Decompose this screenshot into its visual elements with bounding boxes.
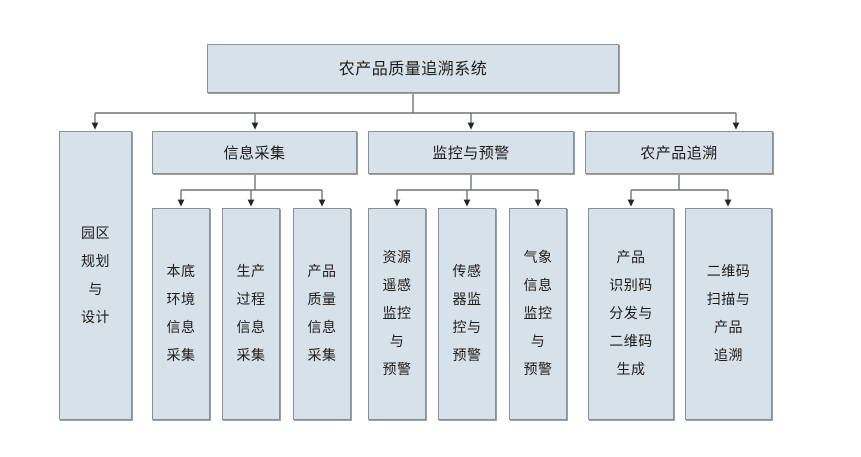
node-leaf-remote-sensing[interactable]: 资源 遥感 监控 与 预警: [368, 208, 426, 420]
node-leaf-qrcode-scan-trace[interactable]: 二维码 扫描与 产品 追溯: [685, 208, 772, 420]
node-monitoring-warning-label: 监控与预警: [432, 143, 510, 162]
node-leaf-product-quality[interactable]: 产品 质量 信息 采集: [293, 208, 351, 420]
node-monitoring-warning[interactable]: 监控与预警: [368, 131, 574, 174]
node-root-label: 农产品质量追溯系统: [338, 58, 488, 78]
trace-connectors: [627, 174, 732, 207]
node-leaf-qrcode-scan-trace-label: 二维码 扫描与 产品 追溯: [706, 264, 751, 364]
node-leaf-sensor-monitoring-label: 传感 器监 控与 预警: [452, 264, 482, 364]
node-leaf-baseline-environment-label: 本底 环境 信息 采集: [166, 264, 196, 364]
node-leaf-production-process[interactable]: 生产 过程 信息 采集: [222, 208, 280, 420]
node-info-collection-label: 信息采集: [223, 143, 286, 162]
node-product-traceability-label: 农产品追溯: [640, 143, 718, 162]
node-leaf-weather-monitoring[interactable]: 气象 信息 监控 与 预警: [509, 208, 567, 420]
node-park-planning-label: 园区 规划 与 设计: [81, 225, 110, 326]
node-leaf-baseline-environment[interactable]: 本底 环境 信息 采集: [152, 208, 210, 420]
monitor-connectors: [393, 174, 542, 207]
collect-connectors: [177, 174, 326, 207]
node-leaf-product-quality-label: 产品 质量 信息 采集: [307, 264, 337, 364]
node-park-planning[interactable]: 园区 规划 与 设计: [59, 131, 132, 420]
node-product-traceability[interactable]: 农产品追溯: [585, 131, 773, 174]
node-leaf-sensor-monitoring[interactable]: 传感 器监 控与 预警: [438, 208, 496, 420]
node-leaf-weather-monitoring-label: 气象 信息 监控 与 预警: [523, 250, 553, 378]
node-leaf-production-process-label: 生产 过程 信息 采集: [236, 264, 266, 364]
node-leaf-product-code-generation[interactable]: 产品 识别码 分发与 二维码 生成: [588, 208, 674, 420]
node-leaf-remote-sensing-label: 资源 遥感 监控 与 预警: [382, 250, 412, 378]
node-leaf-product-code-generation-label: 产品 识别码 分发与 二维码 生成: [609, 250, 653, 378]
node-root-system[interactable]: 农产品质量追溯系统: [207, 44, 619, 93]
node-info-collection[interactable]: 信息采集: [152, 131, 357, 174]
root-connectors: [91, 93, 740, 130]
